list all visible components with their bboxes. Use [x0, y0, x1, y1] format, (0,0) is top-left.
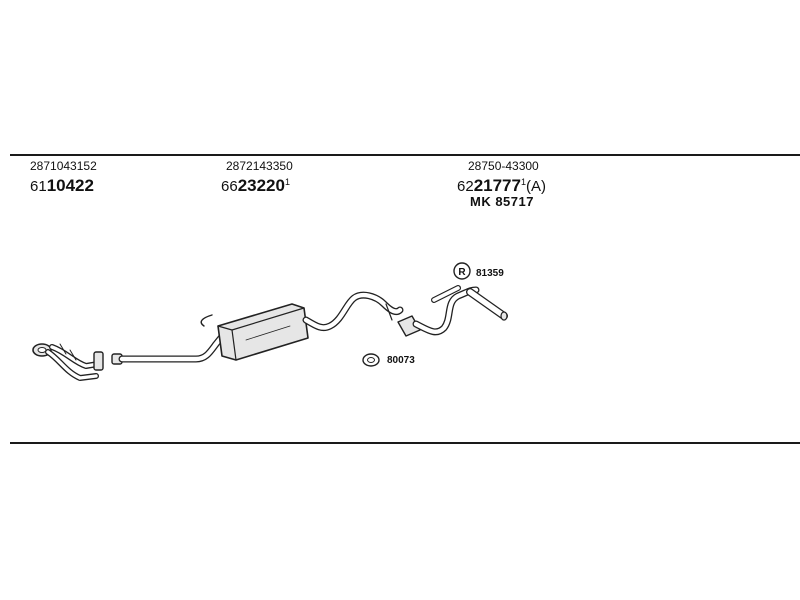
ref-prefix-1: 61 — [30, 178, 47, 195]
callout-80073: 80073 — [387, 355, 415, 366]
oe-number-1: 2871043152 — [30, 159, 97, 173]
ref-number-2: 66232201 — [221, 177, 290, 194]
ref-main-1: 10422 — [46, 176, 94, 195]
ref-sup-3: 1 — [520, 177, 526, 187]
oe-number-3: 28750-43300 — [468, 159, 539, 173]
ref-sup-2: 1 — [284, 177, 290, 187]
intermediate-pipe — [111, 314, 228, 365]
top-divider — [10, 154, 800, 156]
ref-main-3: 21777 — [473, 176, 521, 195]
rubber-mount-callout: R — [453, 262, 471, 280]
front-pipe — [32, 343, 104, 381]
ref-prefix-2: 66 — [221, 178, 238, 195]
ref-main-2: 23220 — [237, 176, 285, 195]
ref-number-3: 62217771(A) — [457, 177, 546, 194]
tail-pipe — [397, 285, 508, 337]
bottom-divider — [10, 442, 800, 444]
callout-symbol: R — [458, 267, 466, 278]
ref-number-1: 6110422 — [30, 177, 94, 194]
ref-suffix-3: (A) — [525, 178, 546, 195]
ref-prefix-3: 62 — [457, 178, 474, 195]
callout-81359: 81359 — [476, 268, 504, 279]
gasket-callout — [362, 353, 380, 367]
centre-silencer — [217, 303, 309, 361]
oe-number-2: 2872143350 — [226, 159, 293, 173]
mk-label: MK 85717 — [470, 194, 534, 209]
rear-pipe — [302, 291, 404, 332]
